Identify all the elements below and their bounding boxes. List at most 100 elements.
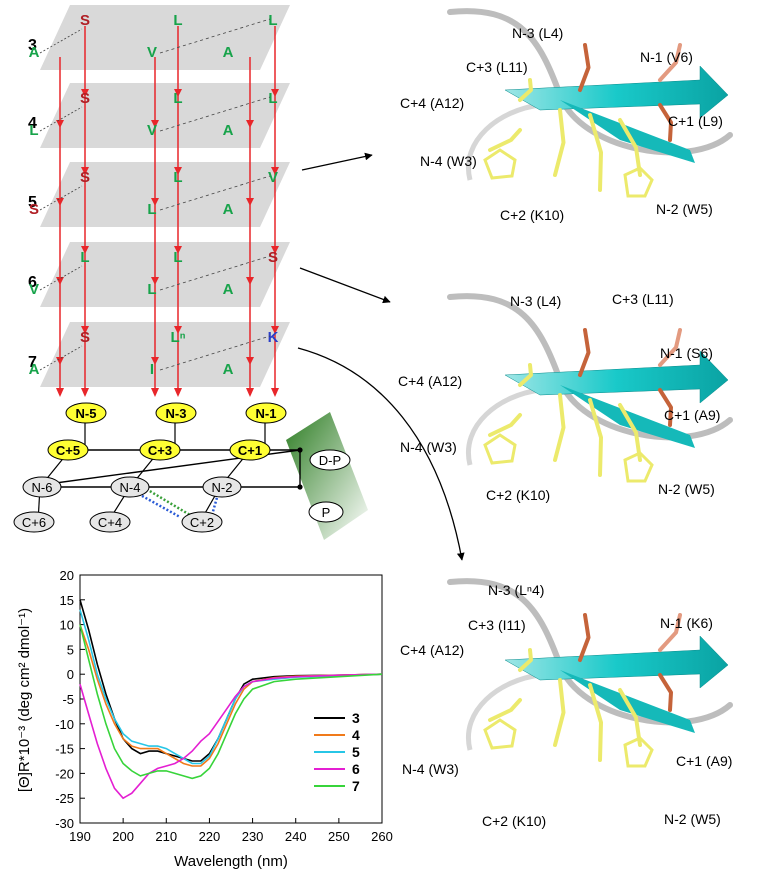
beta-strand-ribbon	[504, 350, 729, 404]
arrowhead	[151, 357, 159, 365]
residue-label: V	[147, 44, 157, 61]
residue-annotation: C+4 (A12)	[400, 95, 464, 111]
hbond-green	[142, 485, 191, 517]
arrowhead	[174, 89, 182, 97]
arrowhead	[56, 357, 64, 365]
residue-annotation: N-3 (L4)	[510, 293, 561, 309]
hbond-dash	[39, 265, 83, 291]
arrowhead	[174, 167, 182, 175]
oval-c2-oval	[181, 511, 223, 533]
arrowhead	[56, 120, 64, 128]
arrowhead-final	[174, 388, 182, 397]
plane-number-label: 6	[28, 274, 37, 291]
plane-1	[40, 83, 290, 148]
side-chain	[588, 683, 603, 762]
side-chain	[658, 328, 682, 367]
legend-label-5: 5	[352, 744, 360, 760]
connector-arrows	[297, 152, 465, 561]
residue-annotation: C+4 (A12)	[398, 373, 462, 389]
arrowhead-final	[56, 388, 64, 397]
residue-annotation: C+1 (L9)	[668, 113, 723, 129]
residue-label: S	[29, 201, 39, 218]
residue-annotation: C+1 (A9)	[664, 407, 720, 423]
plane-number-label: 7	[28, 354, 37, 371]
residue-annotation: N-3 (Lⁿ4)	[488, 582, 544, 598]
oval-c4-oval	[89, 511, 131, 533]
plane-number-label: 3	[28, 37, 37, 54]
plane-2	[40, 162, 290, 227]
residue-label: S	[80, 12, 90, 29]
arrowhead	[56, 277, 64, 285]
side-chain	[578, 328, 591, 377]
residue-annotation: N-3 (L4)	[512, 25, 563, 41]
residue-label: K	[268, 329, 279, 346]
residue-label: I	[150, 361, 154, 378]
oval-dpro-oval	[309, 449, 351, 471]
legend-label-3: 3	[352, 710, 360, 726]
y-tick-label: -5	[62, 692, 74, 707]
oval-n4-oval	[110, 476, 150, 498]
oval-c1-oval	[229, 439, 271, 461]
residue-annotation: N-1 (V6)	[640, 49, 693, 65]
side-chain	[553, 678, 566, 747]
residue-annotation: C+3 (I11)	[468, 617, 526, 633]
hbond-blue	[134, 490, 181, 519]
x-tick-label: 190	[69, 829, 91, 844]
hbond-dash	[159, 175, 271, 211]
indole-ring	[623, 451, 654, 483]
oval-n6-label: N-6	[32, 480, 53, 495]
indole-ring	[623, 166, 654, 198]
x-tick-label: 210	[155, 829, 177, 844]
arrowhead	[81, 89, 89, 97]
residue-label: L	[173, 249, 182, 266]
residue-label: S	[268, 249, 278, 266]
backbone-coil	[466, 387, 541, 466]
plane-number-label: 5	[28, 194, 37, 211]
oval-n3-label: N-3	[166, 406, 187, 421]
residue-label: A	[223, 122, 234, 139]
oval-c2-label: C+2	[190, 515, 214, 530]
legend-label-7: 7	[352, 778, 360, 794]
side-chain	[658, 103, 673, 142]
series-line-4	[79, 624, 383, 767]
arrowhead	[246, 357, 254, 365]
arrowhead	[81, 167, 89, 175]
indole-ring	[483, 718, 517, 750]
residue-annotation: C+4 (A12)	[400, 642, 464, 658]
hbond-dash	[159, 255, 271, 291]
y-tick-label: 5	[67, 642, 74, 657]
side-chain	[578, 613, 591, 662]
beta-strand-ribbon	[504, 635, 729, 689]
residue-label: S	[80, 329, 90, 346]
arrowhead	[271, 326, 279, 334]
y-tick-label: -15	[55, 742, 74, 757]
arrowhead	[151, 120, 159, 128]
series-line-3	[79, 599, 383, 762]
residue-annotation: N-4 (W3)	[400, 439, 457, 455]
oval-c4-label: C+4	[98, 515, 122, 530]
side-chain	[578, 43, 591, 92]
residue-label: A	[29, 44, 40, 61]
residue-annotation: C+2 (K10)	[486, 487, 550, 503]
arrow-to-structure-6	[299, 267, 391, 304]
arrowhead	[271, 89, 279, 97]
series-line-6	[79, 673, 383, 800]
side-chain	[518, 363, 533, 387]
oval-c3-oval	[139, 439, 181, 461]
y-tick-label: 10	[60, 618, 74, 633]
structure-panels: N-3 (L4)N-1 (V6)C+3 (L11)C+4 (A12)C+1 (L…	[398, 8, 733, 829]
legend-label-6: 6	[352, 761, 360, 777]
residue-label: L	[268, 90, 277, 107]
x-tick-label: 240	[285, 829, 307, 844]
residue-label: L	[80, 249, 89, 266]
arrowhead-final	[246, 388, 254, 397]
side-chain	[518, 78, 533, 102]
residue-annotation: N-1 (K6)	[660, 615, 713, 631]
hbond-dash	[39, 185, 83, 211]
hbond-dash	[39, 345, 83, 371]
y-tick-label: -25	[55, 791, 74, 806]
backbone-coil	[466, 672, 541, 751]
